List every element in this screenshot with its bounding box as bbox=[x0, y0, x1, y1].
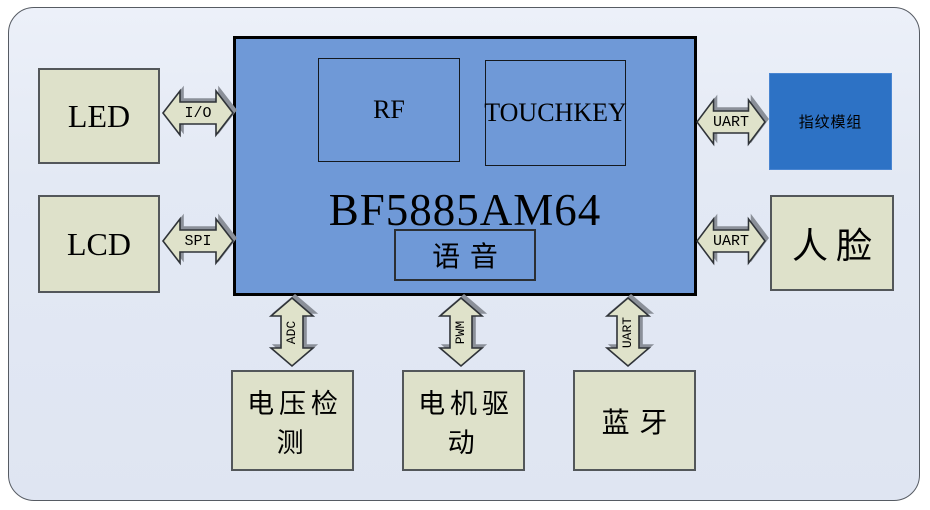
motor-drive-box: 电机驱动 bbox=[402, 370, 525, 471]
bluetooth-box: 蓝牙 bbox=[573, 370, 696, 471]
double-arrow-icon bbox=[161, 216, 235, 266]
led-label: LED bbox=[67, 97, 131, 134]
voltage-detect-label: 电压检测 bbox=[247, 388, 343, 458]
bluetooth-label: 蓝牙 bbox=[601, 407, 678, 439]
pwm-bus-label: PWM bbox=[453, 320, 469, 344]
io-bus-arrow: I/O bbox=[161, 88, 235, 138]
spi-bus-arrow: SPI bbox=[161, 216, 235, 266]
adc-bus-label: ADC bbox=[284, 320, 300, 344]
lcd-label: LCD bbox=[67, 225, 131, 262]
double-arrow-icon bbox=[161, 88, 235, 138]
face-box: 人脸 bbox=[770, 195, 894, 291]
double-arrow-icon bbox=[696, 216, 766, 266]
fingerprint-module-label: 指纹模组 bbox=[798, 115, 863, 131]
uart-fingerprint-arrow: UART bbox=[696, 97, 766, 147]
uart-fingerprint-label: UART bbox=[712, 113, 749, 131]
double-arrow-icon bbox=[696, 97, 766, 147]
uart-bluetooth-arrow: UART bbox=[604, 296, 652, 368]
diagram-panel: RF TOUCHKEY BF5885AM64 语音 LED LCD 指纹模组 人… bbox=[8, 7, 920, 501]
adc-bus-arrow: ADC bbox=[268, 296, 316, 368]
touchkey-module-box: TOUCHKEY bbox=[484, 60, 627, 166]
uart-bluetooth-label: UART bbox=[620, 316, 636, 348]
spi-bus-label: SPI bbox=[184, 232, 212, 250]
rf-module-label: RF bbox=[373, 95, 405, 124]
rf-module-box: RF bbox=[318, 58, 460, 162]
voice-module-box: 语音 bbox=[394, 229, 536, 281]
double-arrow-icon bbox=[604, 296, 652, 368]
fingerprint-module-box: 指纹模组 bbox=[769, 73, 892, 170]
voltage-detect-box: 电压检测 bbox=[231, 370, 354, 471]
uart-face-label: UART bbox=[712, 232, 749, 250]
touchkey-module-label: TOUCHKEY bbox=[484, 98, 627, 127]
motor-drive-label: 电机驱动 bbox=[418, 388, 514, 458]
double-arrow-icon bbox=[437, 296, 485, 368]
uart-face-arrow: UART bbox=[696, 216, 766, 266]
io-bus-label: I/O bbox=[184, 104, 212, 122]
led-box: LED bbox=[38, 68, 160, 164]
pwm-bus-arrow: PWM bbox=[437, 296, 485, 368]
face-label: 人脸 bbox=[792, 226, 880, 266]
lcd-box: LCD bbox=[38, 195, 160, 293]
voice-module-label: 语音 bbox=[432, 242, 508, 273]
chip-label: BF5885AM64 bbox=[328, 185, 602, 235]
double-arrow-icon bbox=[268, 296, 316, 368]
chip-box bbox=[233, 36, 697, 296]
